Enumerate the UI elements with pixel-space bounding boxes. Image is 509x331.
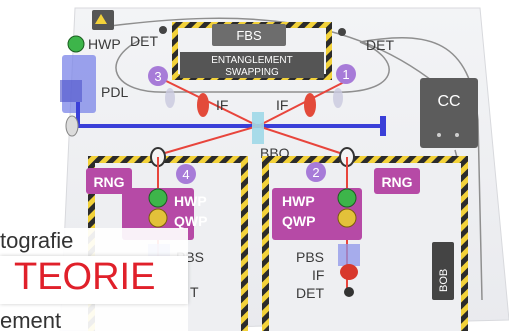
- hwp-left-label: HWP: [174, 193, 207, 209]
- cc-box: [420, 78, 478, 148]
- hwp-top-element: [67, 35, 85, 53]
- marker-3: [148, 66, 168, 86]
- swapping-label: SWAPPING: [225, 67, 279, 78]
- marker-1: [336, 64, 356, 84]
- bbo-crystal: [252, 112, 264, 144]
- pbs-right-cube: [338, 244, 360, 266]
- rng-right-label: RNG: [381, 174, 412, 190]
- det-top-left-label: DET: [130, 33, 158, 49]
- overlay-line-1: tografie: [0, 228, 74, 253]
- bob-tag: [432, 242, 454, 300]
- pbs-right-label: PBS: [296, 249, 324, 265]
- fbs-box: [212, 24, 286, 46]
- marker-4: [176, 164, 196, 184]
- hwp-top-label: HWP: [88, 36, 121, 52]
- qwp-right-element: [337, 208, 357, 228]
- qwp-left-label: QWP: [174, 213, 207, 229]
- det-bottom-label: DET: [296, 285, 324, 301]
- if-filter-bottom: [340, 264, 358, 280]
- fiber-top-loop: [115, 39, 390, 93]
- det-top-left: [159, 26, 167, 34]
- det-bottom: [344, 287, 354, 297]
- hwp-right-label: HWP: [282, 193, 315, 209]
- marker-1-label: 1: [342, 67, 349, 82]
- qwp-right-label: QWP: [282, 213, 315, 229]
- rng-left-tag: [86, 168, 132, 194]
- hwp-right-element: [337, 188, 357, 208]
- marker-4-label: 4: [182, 167, 189, 182]
- if-filter-right: [304, 93, 316, 117]
- rng-right-tag: [374, 168, 420, 194]
- photon-beam-2: [257, 125, 347, 156]
- marker-2: [306, 162, 326, 182]
- marker-3-label: 3: [154, 69, 161, 84]
- t-left-label: T: [190, 284, 199, 300]
- if-bottom-label: IF: [312, 267, 324, 283]
- det-top-right: [338, 28, 346, 36]
- if-left-label: IF: [216, 97, 228, 113]
- marker-2-label: 2: [312, 165, 319, 180]
- overlay-teorie: TEORIE: [14, 256, 156, 298]
- beam-dump: [380, 116, 386, 136]
- mirror-left: [65, 115, 79, 137]
- photon-beam-3: [159, 77, 259, 127]
- if-filter-left: [197, 93, 209, 117]
- overlay-line-3: ement: [0, 308, 62, 331]
- bob-label: BOB: [438, 269, 450, 292]
- entanglement-label: ENTANGLEMENT: [211, 55, 293, 66]
- qwp-left-element: [148, 208, 168, 228]
- teorie-box: [0, 256, 188, 304]
- pdl-label: PDL: [101, 84, 128, 100]
- cc-label: CC: [437, 93, 460, 110]
- rng-left-label: RNG: [93, 174, 124, 190]
- photon-beam-4: [157, 125, 259, 156]
- det-top-right-label: DET: [366, 37, 394, 53]
- fbs-label: FBS: [236, 28, 262, 43]
- hwp-left-element: [148, 188, 168, 208]
- if-right-label: IF: [276, 97, 288, 113]
